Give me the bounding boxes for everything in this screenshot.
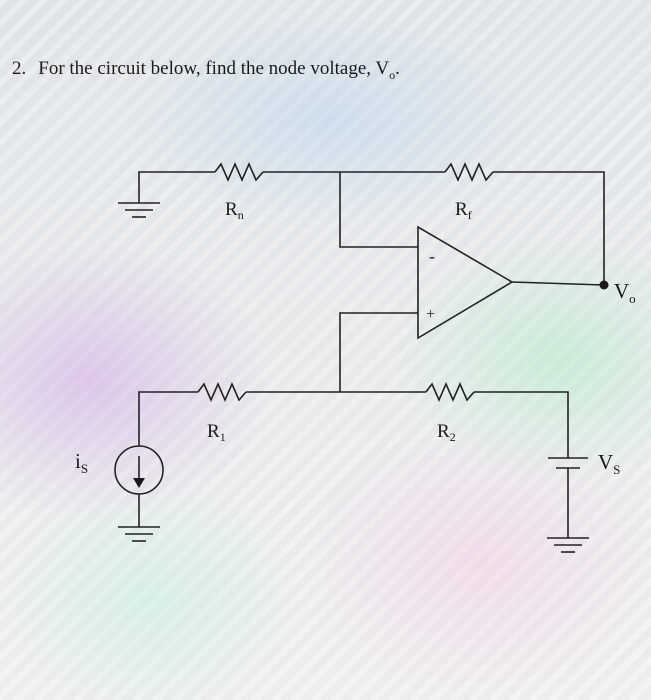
- problem-subscript: o: [389, 67, 396, 82]
- label-rn: Rn: [225, 199, 244, 222]
- wire-feedback: [493, 171, 605, 285]
- label-r1: R1: [207, 421, 226, 444]
- opamp-plus-sign: +: [426, 306, 435, 323]
- problem-end: .: [395, 58, 400, 79]
- wire-top-left: [138, 171, 215, 203]
- label-vo: Vo: [614, 279, 636, 306]
- resistor-r2: [425, 382, 475, 402]
- vo-node-dot: [599, 280, 609, 290]
- wire-bottom-left: [138, 391, 198, 446]
- ground-bottom-right: [547, 537, 589, 553]
- wire-bottom-right: [474, 391, 569, 458]
- voltage-source-vs: [548, 457, 588, 469]
- wire-noninverting-input: [339, 312, 418, 392]
- ground-top-left: [118, 202, 160, 218]
- resistor-r1: [197, 382, 247, 402]
- resistor-rf: [444, 162, 494, 182]
- current-source-is: [114, 445, 164, 495]
- ground-bottom-left: [118, 526, 160, 542]
- resistor-rn: [214, 162, 264, 182]
- opamp-minus-sign: -: [429, 246, 435, 266]
- opamp: [417, 225, 514, 340]
- wire-output: [511, 281, 605, 286]
- label-rf: Rf: [455, 199, 472, 222]
- wire-inverting-input: [339, 172, 418, 248]
- problem-statement: 2. For the circuit below, find the node v…: [12, 58, 400, 83]
- label-r2: R2: [437, 421, 456, 444]
- problem-number: 2.: [12, 58, 27, 79]
- label-vs: VS: [598, 450, 620, 477]
- problem-text: For the circuit below, find the node vol…: [38, 58, 390, 79]
- label-is: iS: [75, 449, 88, 476]
